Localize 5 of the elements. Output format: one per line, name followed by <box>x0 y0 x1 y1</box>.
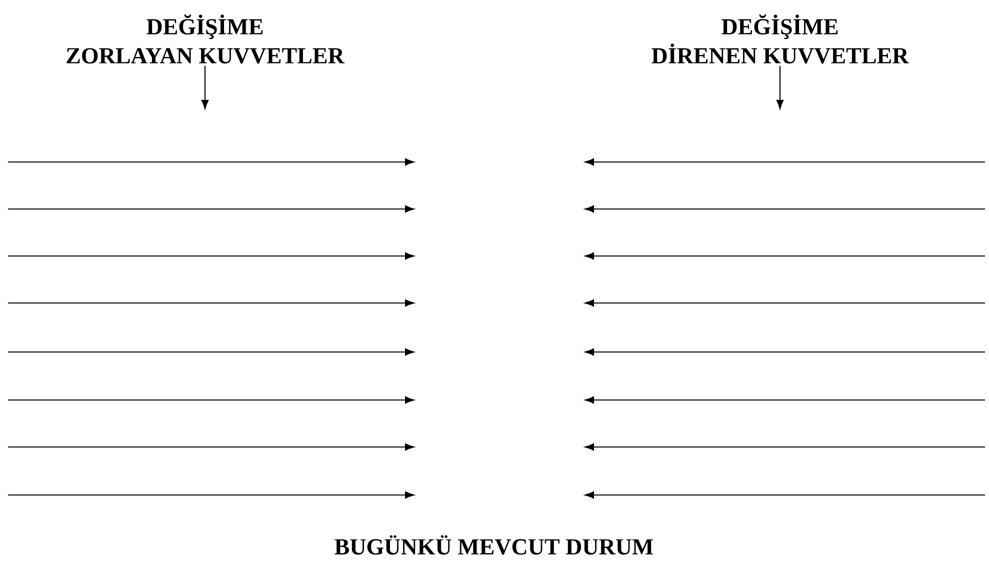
arrow <box>776 66 784 110</box>
heading: DEĞİŞİME DİRENEN KUVVETLER <box>652 14 909 64</box>
caption-text: BUGÜNKÜ MEVCUT DURUM <box>334 535 654 555</box>
arrow <box>201 66 209 110</box>
heading: DEĞİŞİME ZORLAYAN KUVVETLER <box>66 14 345 64</box>
